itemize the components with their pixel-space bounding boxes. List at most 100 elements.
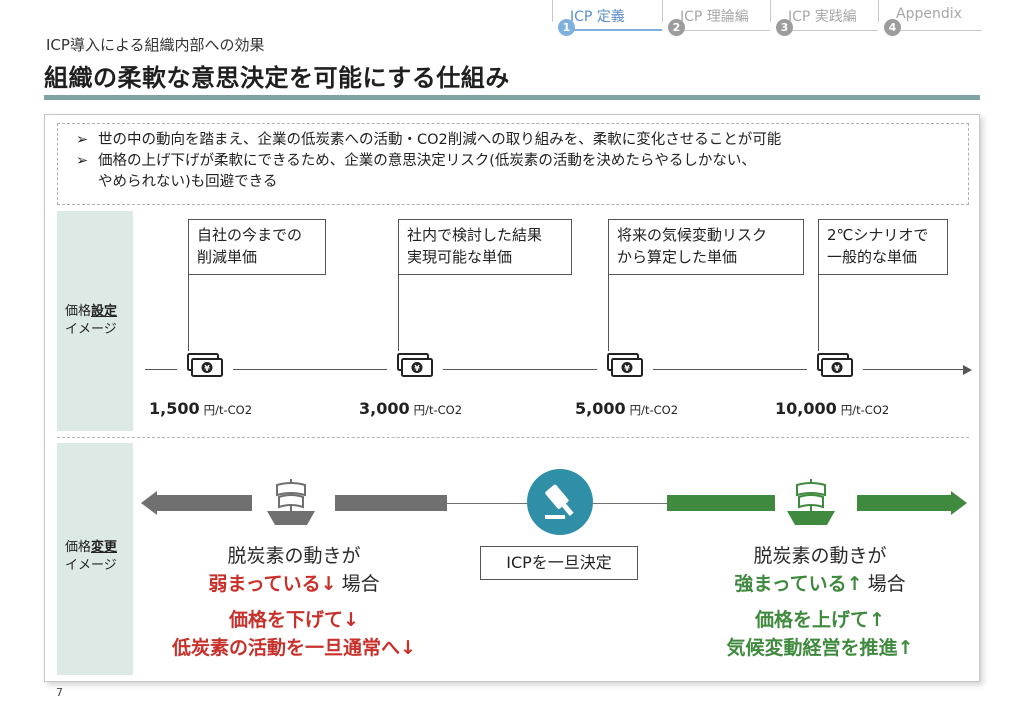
price-number: 1,500 bbox=[149, 399, 200, 418]
section-band-setting: 価格設定 イメージ bbox=[57, 211, 133, 431]
summary-bullet: ➢ 価格の上げ下げが柔軟にできるため、企業の意思決定リスク(低炭素の活動を決めた… bbox=[76, 151, 958, 193]
page-title: 組織の柔軟な意思決定を可能にする仕組み bbox=[44, 64, 510, 92]
svg-text:¥: ¥ bbox=[204, 364, 210, 373]
label-text: 価格 bbox=[65, 540, 92, 555]
sailing-ship-icon bbox=[267, 479, 315, 525]
decrease-arrow-bar bbox=[156, 495, 252, 511]
nav-step-number: 1 bbox=[558, 19, 575, 36]
strengthening-condition: 脱炭素の動きが bbox=[753, 545, 887, 567]
money-bill-yen-icon: ¥ bbox=[187, 353, 223, 377]
nav-step-icp-definition[interactable]: ICP 定義 1 bbox=[552, 0, 662, 36]
strengthening-condition: 強まっている↑ 場合 bbox=[675, 569, 965, 596]
gavel-badge bbox=[527, 469, 593, 535]
weakening-emphasis: 弱まっている↓ bbox=[208, 573, 337, 595]
sailing-ship-icon bbox=[787, 479, 835, 525]
decision-label: ICPを一旦決定 bbox=[480, 546, 638, 580]
callout-pole bbox=[398, 219, 400, 351]
callout-text: 社内で検討した結果 bbox=[407, 226, 543, 244]
nav-underline bbox=[676, 30, 770, 31]
condition-suffix: 場合 bbox=[867, 573, 906, 595]
nav-separator bbox=[552, 0, 553, 22]
summary-bullet: ➢ 世の中の動向を踏まえ、企業の低炭素への活動・CO2削減への取り組みを、柔軟に… bbox=[76, 130, 958, 151]
connector-line bbox=[593, 503, 667, 505]
summary-text: 世の中の動向を踏まえ、企業の低炭素への活動・CO2削減への取り組みを、柔軟に変化… bbox=[98, 132, 782, 148]
callout-text: 実現可能な単価 bbox=[407, 248, 513, 266]
callout-text: 一般的な単価 bbox=[827, 248, 918, 266]
nav-step-label: Appendix bbox=[896, 6, 962, 22]
arrow-bullet-icon: ➢ bbox=[76, 153, 89, 169]
nav-underline bbox=[566, 29, 662, 31]
price-unit: 円/t-CO2 bbox=[840, 403, 890, 417]
svg-text:¥: ¥ bbox=[834, 364, 840, 373]
increase-action: 価格を上げて↑ bbox=[755, 609, 885, 631]
money-bill-yen-icon: ¥ bbox=[817, 353, 853, 377]
nav-step-number: 2 bbox=[668, 19, 685, 36]
label-text: 価格 bbox=[65, 304, 92, 319]
weakening-condition: 弱まっている↓ 場合 bbox=[149, 569, 439, 596]
label-emphasis: 設定 bbox=[91, 304, 118, 319]
callout-text: 2℃シナリオで bbox=[827, 226, 929, 244]
page-subtitle: ICP導入による組織内部への効果 bbox=[46, 36, 265, 54]
arrow-bullet-icon: ➢ bbox=[76, 132, 89, 148]
timeline-segment bbox=[443, 369, 597, 371]
price-number: 5,000 bbox=[575, 399, 626, 418]
summary-text: 価格の上げ下げが柔軟にできるため、企業の意思決定リスク(低炭素の活動を決めたらや… bbox=[98, 153, 756, 169]
decrease-action: 価格を下げて↓ bbox=[229, 609, 359, 631]
content-card: ➢ 世の中の動向を踏まえ、企業の低炭素への活動・CO2削減への取り組みを、柔軟に… bbox=[44, 114, 980, 682]
nav-step-icp-practice[interactable]: ICP 実践編 3 bbox=[770, 0, 878, 36]
increase-arrow-bar bbox=[857, 495, 953, 511]
timeline-segment bbox=[653, 369, 807, 371]
svg-text:¥: ¥ bbox=[414, 364, 420, 373]
nav-step-number: 3 bbox=[776, 19, 793, 36]
page-number: 7 bbox=[56, 686, 63, 699]
nav-step-icp-theory[interactable]: ICP 理論編 2 bbox=[662, 0, 770, 36]
callout-pole bbox=[818, 219, 820, 351]
timeline-arrowhead bbox=[963, 365, 972, 375]
increase-arrowhead bbox=[951, 491, 967, 515]
callout-text: 将来の気候変動リスク bbox=[617, 226, 768, 244]
svg-text:¥: ¥ bbox=[624, 364, 630, 373]
nav-separator bbox=[662, 0, 663, 22]
callout-pole bbox=[608, 219, 610, 351]
timeline-segment bbox=[233, 369, 387, 371]
price-callout: 自社の今までの 削減単価 bbox=[188, 219, 326, 275]
title-rule bbox=[44, 95, 980, 100]
section-label-change: 価格変更 イメージ bbox=[65, 539, 117, 575]
price-number: 10,000 bbox=[775, 399, 837, 418]
price-unit: 円/t-CO2 bbox=[203, 403, 253, 417]
label-text: イメージ bbox=[65, 322, 117, 337]
section-nav: ICP 定義 1 ICP 理論編 2 ICP 実践編 3 Appendix 4 bbox=[552, 0, 982, 36]
price-callout: 将来の気候変動リスク から算定した単価 bbox=[608, 219, 804, 275]
label-text: イメージ bbox=[65, 558, 117, 573]
decrease-arrowhead bbox=[141, 491, 157, 515]
price-callout: 社内で検討した結果 実現可能な単価 bbox=[398, 219, 572, 275]
nav-separator bbox=[770, 0, 771, 22]
strengthening-emphasis: 強まっている↑ bbox=[734, 573, 863, 595]
money-bill-yen-icon: ¥ bbox=[397, 353, 433, 377]
increase-arrow-bar bbox=[667, 495, 775, 511]
section-band-change: 価格変更 イメージ bbox=[57, 443, 133, 675]
section-divider bbox=[57, 437, 969, 438]
timeline-segment bbox=[145, 369, 177, 371]
decrease-action: 低炭素の活動を一旦通常へ↓ bbox=[172, 637, 416, 659]
nav-separator bbox=[878, 0, 879, 22]
nav-step-label: ICP 理論編 bbox=[680, 9, 749, 25]
nav-step-label: ICP 実践編 bbox=[788, 9, 857, 25]
price-number: 3,000 bbox=[359, 399, 410, 418]
nav-underline bbox=[784, 30, 878, 31]
callout-text: 自社の今までの bbox=[197, 226, 303, 244]
nav-step-number: 4 bbox=[884, 19, 901, 36]
nav-underline bbox=[892, 30, 982, 31]
timeline-segment bbox=[863, 369, 963, 371]
money-bill-yen-icon: ¥ bbox=[607, 353, 643, 377]
nav-step-label: ICP 定義 bbox=[570, 9, 625, 25]
nav-step-appendix[interactable]: Appendix 4 bbox=[878, 0, 982, 36]
gavel-icon bbox=[545, 484, 574, 519]
condition-suffix: 場合 bbox=[341, 573, 380, 595]
label-emphasis: 変更 bbox=[91, 540, 118, 555]
summary-box: ➢ 世の中の動向を踏まえ、企業の低炭素への活動・CO2削減への取り組みを、柔軟に… bbox=[57, 123, 969, 205]
